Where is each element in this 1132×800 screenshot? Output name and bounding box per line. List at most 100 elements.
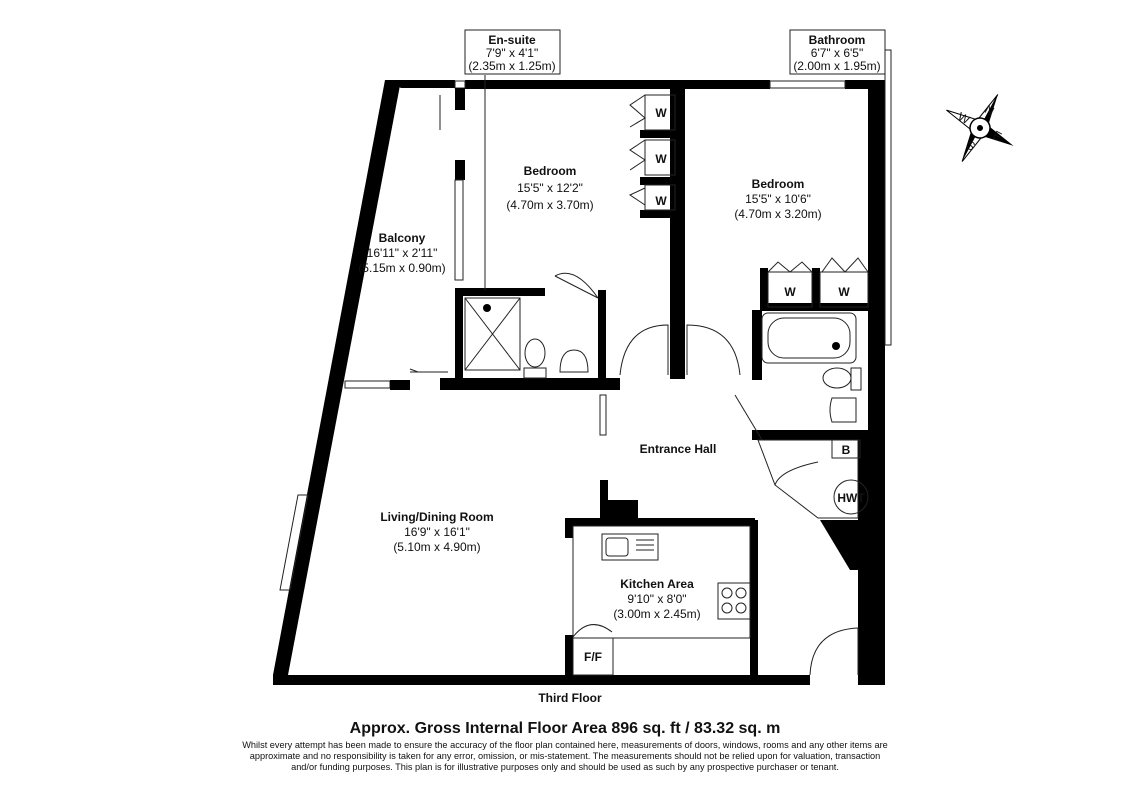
bed-divider-wall: [670, 89, 685, 379]
right-wall: [868, 80, 885, 685]
balcony-inner-wall-top: [455, 88, 465, 110]
ensuite-right-wall: [598, 290, 606, 385]
ensuite-top-wall: [455, 288, 545, 296]
kitchen-fixtures: F/F: [572, 525, 751, 676]
bedroom1-dim-imperial: 15'5" x 12'2": [517, 181, 583, 195]
bath-tub: [761, 312, 857, 364]
bathroom-label-box: [789, 29, 886, 75]
ensuite-left-wall: [455, 290, 463, 385]
ensuite-dim-imperial: 7'9" x 4'1": [486, 46, 538, 60]
fridge-freezer-label: F/F: [584, 650, 602, 664]
cupboard-corner: [820, 520, 868, 570]
doors: [409, 95, 859, 676]
utility-fixtures: B HWT: [757, 439, 869, 519]
ensuite-bottom-wall: [440, 378, 620, 390]
top-wall-bedroom2: [845, 80, 885, 89]
ensuite-name: En-suite: [488, 33, 536, 47]
bedroom1-door: [619, 324, 669, 376]
footer: Approx. Gross Internal Floor Area 896 sq…: [240, 718, 890, 773]
bedroom1-name: Bedroom: [524, 164, 577, 178]
living-name: Living/Dining Room: [380, 510, 493, 524]
bath-bottom-wall: [752, 430, 870, 440]
bedroom2-dim-imperial: 15'5" x 10'6": [745, 192, 811, 206]
kitchen-top-wall-a: [565, 518, 755, 526]
wardrobe-wall-2: [640, 177, 680, 185]
wardrobe-3: [644, 184, 676, 211]
kitchen-name: Kitchen Area: [620, 577, 694, 591]
kitchen-dim-imperial: 9'10" x 8'0": [627, 592, 686, 606]
bedroom2-dim-metric: (4.70m x 3.20m): [734, 207, 821, 221]
kitchen-hob: [717, 582, 751, 620]
wardrobe-label-1: W: [655, 106, 667, 120]
window-bathroom: [769, 80, 846, 89]
ensuite-label-box: [464, 29, 561, 75]
internal-walls: [390, 88, 870, 680]
kitchen-right-wall: [750, 520, 758, 680]
wardrobe-bed2-wall-a: [760, 268, 768, 308]
window-living: [279, 494, 309, 591]
top-wall: [385, 80, 455, 88]
wardrobe-2: [644, 139, 676, 176]
wardrobe-5: [819, 271, 869, 308]
bedroom2-door: [686, 324, 741, 376]
bathroom-fixtures: [734, 312, 862, 441]
wardrobes: W W W W W: [628, 94, 869, 308]
shower-tray: [464, 297, 521, 371]
wardrobe-label-3: W: [655, 194, 667, 208]
windows: [279, 49, 892, 591]
left-balcony-wall: [273, 80, 401, 675]
hwt-door: [774, 461, 819, 486]
ensuite-fixtures: [464, 272, 599, 379]
wardrobe-label-4: W: [784, 285, 796, 299]
hall-name: Entrance Hall: [640, 442, 717, 456]
entrance-door: [809, 627, 859, 676]
compass-icon: N S E W: [946, 94, 1014, 162]
balcony-glazing: [454, 179, 464, 281]
living-dim-metric: (5.10m x 4.90m): [393, 540, 480, 554]
balcony-living-wall: [390, 380, 410, 390]
kitchen-top-wall-b: [600, 500, 638, 525]
hall-door-slider: [599, 394, 607, 436]
bathroom-toilet: [822, 367, 852, 389]
balcony-dim-imperial: 16'11" x 2'11": [367, 246, 438, 260]
cupboard-outline: [757, 439, 859, 519]
boiler-label: B: [842, 443, 851, 457]
top-wall-bedroom1: [465, 80, 770, 89]
living-dim-imperial: 16'9" x 16'1": [404, 525, 470, 539]
balcony-inner-wall-mid: [455, 160, 465, 180]
top-annotations: En-suite 7'9" x 4'1" (2.35m x 1.25m) Bat…: [464, 29, 886, 290]
bath-left-wall: [752, 310, 762, 380]
bath-plug: [832, 342, 840, 350]
shower-drain: [483, 304, 491, 312]
window-ensuite: [454, 80, 466, 89]
kitchen-sink: [601, 533, 659, 561]
fridge-freezer: [572, 637, 614, 676]
ensuite-toilet: [524, 338, 546, 368]
wardrobe-bed2-wall-b: [812, 268, 820, 308]
kitchen-ff-wall: [565, 635, 573, 680]
window-right: [884, 49, 892, 346]
disclaimer: Whilst every attempt has been made to en…: [242, 740, 888, 772]
ensuite-dim-metric: (2.35m x 1.25m): [468, 59, 555, 73]
bathroom-basin: [829, 397, 857, 423]
bottom-wall-right: [858, 675, 885, 685]
wardrobe-wall-1: [640, 130, 680, 138]
bedroom2-name: Bedroom: [752, 177, 805, 191]
balcony-dim-metric: (5.15m x 0.90m): [358, 261, 445, 275]
balcony-name: Balcony: [379, 231, 426, 245]
bathroom-dim-imperial: 6'7" x 6'5": [811, 46, 863, 60]
hwt-label: HWT: [837, 491, 865, 505]
floor-area: Approx. Gross Internal Floor Area 896 sq…: [349, 720, 781, 737]
ff-door: [572, 624, 613, 638]
kitchen-left-wall: [565, 518, 573, 538]
ensuite-door: [554, 275, 599, 299]
room-labels: Bedroom 15'5" x 12'2" (4.70m x 3.70m) Be…: [358, 164, 821, 621]
bottom-wall: [273, 675, 810, 685]
floor-name: Third Floor: [538, 691, 602, 705]
ensuite-basin: [559, 349, 589, 373]
bathroom-door: [734, 394, 763, 441]
kitchen-dim-metric: (3.00m x 2.45m): [613, 607, 700, 621]
wardrobe-wall-3: [640, 210, 680, 218]
bathroom-name: Bathroom: [809, 33, 866, 47]
